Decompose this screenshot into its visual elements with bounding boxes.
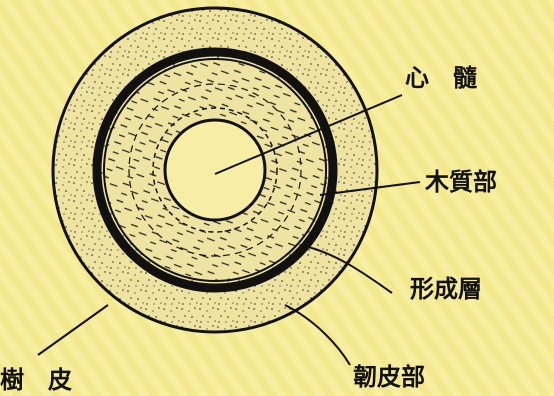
xylem-label: 木質部 bbox=[424, 168, 497, 196]
cambium-label: 形成層 bbox=[410, 275, 482, 303]
phloem-label: 韌皮部 bbox=[353, 363, 425, 391]
stem-cross-section bbox=[53, 8, 377, 332]
pith-label: 心 髓 bbox=[405, 64, 478, 92]
pith-core bbox=[165, 120, 265, 220]
bark-label: 樹 皮 bbox=[0, 366, 72, 394]
